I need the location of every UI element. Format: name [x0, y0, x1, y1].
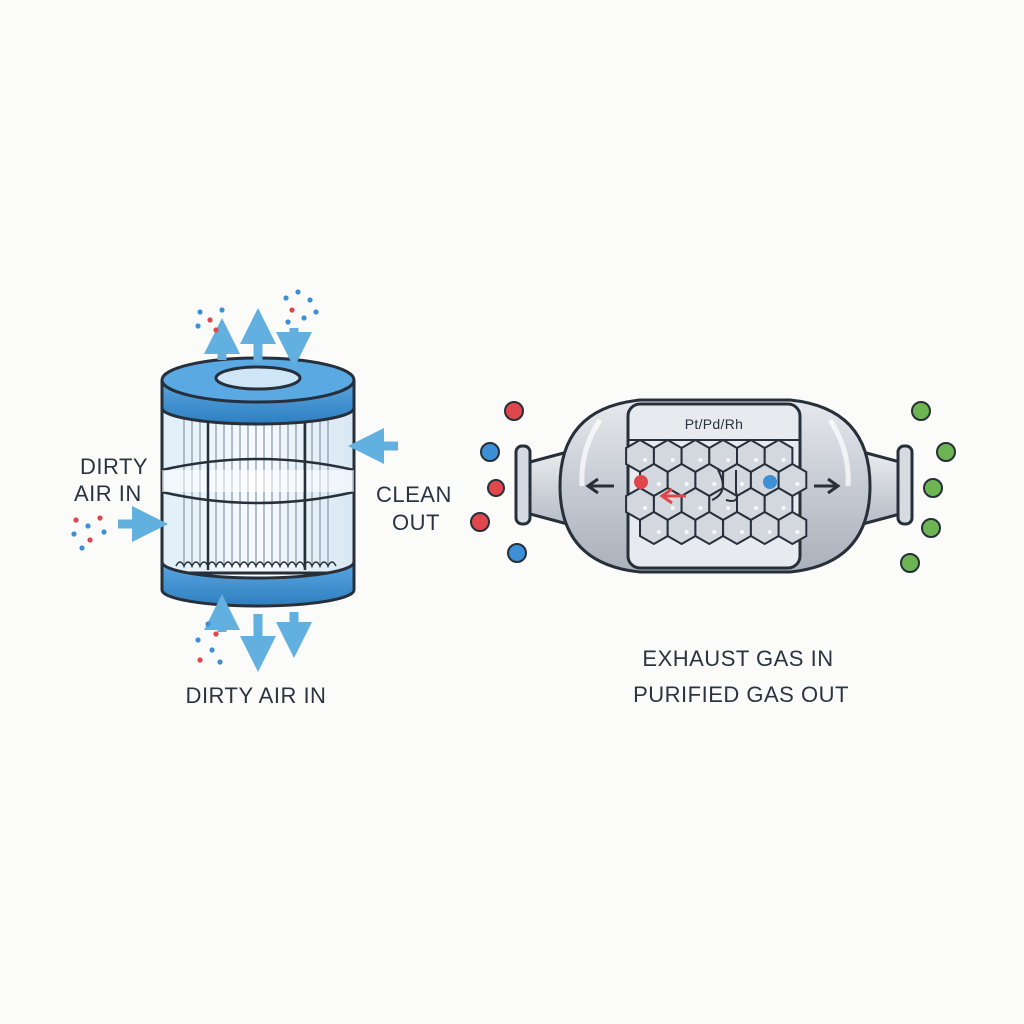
- dirt-particle: [101, 529, 107, 535]
- dirt-particle: [209, 647, 215, 653]
- arrow-right-flow: [814, 477, 841, 495]
- dirt-particle: [207, 317, 213, 323]
- dirt-particle: [219, 307, 225, 313]
- honeycomb-cell: [722, 510, 752, 546]
- dirt-particle: [97, 515, 103, 521]
- particle-red: [487, 479, 505, 497]
- dirt-particle: [313, 309, 319, 315]
- converter-label-line1: EXHAUST GAS IN: [642, 646, 834, 671]
- particle-green: [936, 442, 956, 462]
- arrow-left-flow: [585, 477, 614, 495]
- inlet-flange: [514, 444, 532, 526]
- molecule-sketch: [711, 469, 738, 502]
- dirt-particle: [73, 517, 79, 523]
- purified-particles: [900, 401, 956, 573]
- exhaust-particles: [470, 401, 527, 563]
- honeycomb-cell: [666, 510, 697, 546]
- converter-label-line2: PURIFIED GAS OUT: [633, 682, 849, 707]
- catalytic-converter: [470, 398, 956, 574]
- honeycomb: [625, 438, 808, 546]
- particle-red: [504, 401, 524, 421]
- dirt-particle: [87, 537, 93, 543]
- particle-blue: [507, 543, 527, 563]
- dirt-particle: [195, 323, 201, 329]
- particle-green: [900, 553, 920, 573]
- outlet-flange: [896, 444, 914, 526]
- filter-bottom-label: DIRTY AIR IN: [185, 683, 327, 708]
- reaction-arrow: [659, 487, 686, 505]
- reactant-blue: [763, 475, 777, 489]
- dirt-particle: [289, 307, 295, 313]
- dirt-particle: [283, 295, 289, 301]
- filter-side-label-line1: DIRTY: [80, 454, 149, 479]
- particle-blue: [480, 442, 500, 462]
- filter-side-label-line2: AIR IN: [74, 481, 142, 506]
- particle-green: [911, 401, 931, 421]
- particle-green: [923, 478, 943, 498]
- dirt-particles: [71, 289, 319, 665]
- dirt-particle: [213, 327, 219, 333]
- honeycomb-cell: [694, 510, 725, 546]
- filter-cage-band: [161, 457, 355, 505]
- particle-red: [470, 512, 490, 532]
- dirt-particle: [301, 315, 307, 321]
- dirt-particle: [197, 657, 203, 663]
- dirt-particle: [195, 637, 201, 643]
- dirt-particle: [307, 297, 313, 303]
- filter-clean-label-line2: OUT: [392, 510, 440, 535]
- dirt-particle: [295, 289, 301, 295]
- dirt-particle: [205, 621, 211, 627]
- filter-top-opening: [214, 365, 302, 391]
- dirt-particle: [85, 523, 91, 529]
- dirt-particle: [197, 309, 203, 315]
- filter-clean-label-line1: CLEAN: [376, 482, 452, 507]
- honeycomb-cell: [639, 510, 669, 546]
- dirt-particle: [79, 545, 85, 551]
- catalyst-label: Pt/Pd/Rh: [684, 416, 744, 432]
- honeycomb-cell: [777, 510, 808, 546]
- air-filter: [71, 289, 398, 672]
- particle-green: [921, 518, 941, 538]
- dirt-particle: [71, 531, 77, 537]
- honeycomb-cell: [749, 510, 780, 546]
- dirt-particle: [213, 631, 219, 637]
- flow-arrows: [118, 308, 398, 672]
- dirt-particle: [285, 319, 291, 325]
- reactant-red: [634, 475, 648, 489]
- dirt-particle: [217, 659, 223, 665]
